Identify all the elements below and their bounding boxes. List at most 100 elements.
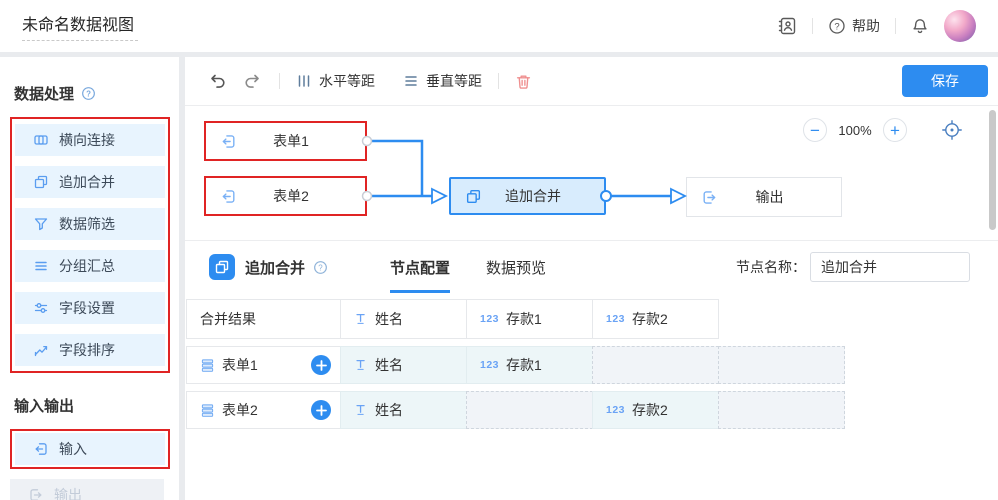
node-name-field: 节点名称： xyxy=(736,252,970,282)
save-button[interactable]: 保存 xyxy=(902,65,988,97)
add-field-button[interactable] xyxy=(311,355,331,375)
source-cell-form2: 表单2 xyxy=(186,391,341,429)
form-icon xyxy=(201,403,214,417)
number-field-icon: 123 xyxy=(480,313,500,325)
zoom-in-button[interactable]: + xyxy=(883,118,907,142)
field-sort-icon xyxy=(34,345,48,357)
sidebar-item-group-summary[interactable]: 分组汇总 xyxy=(15,250,165,282)
config-help-icon[interactable]: ? xyxy=(313,260,328,275)
divider xyxy=(279,73,280,89)
sidebar-item-field-settings[interactable]: 字段设置 xyxy=(15,292,165,324)
highlight-box-input: 输入 xyxy=(10,429,170,469)
node-name-input[interactable] xyxy=(810,252,970,282)
redo-button[interactable] xyxy=(243,72,261,90)
node-label: 输出 xyxy=(755,189,784,205)
empty-mapping-cell[interactable] xyxy=(718,346,845,384)
sidebar-item-label: 数据筛选 xyxy=(59,216,115,232)
tab-node-config[interactable]: 节点配置 xyxy=(390,241,451,293)
locate-crosshair-icon[interactable] xyxy=(941,119,963,141)
horizontal-join-icon xyxy=(34,135,48,145)
user-avatar[interactable] xyxy=(944,10,976,42)
mapped-cell-deposit1[interactable]: 123 存款1 xyxy=(466,346,593,384)
sidebar-item-data-filter[interactable]: 数据筛选 xyxy=(15,208,165,240)
output-icon xyxy=(703,190,716,204)
help-button[interactable]: ? 帮助 xyxy=(828,16,880,36)
divider xyxy=(498,73,499,89)
header-label: 合并结果 xyxy=(200,311,256,327)
vertical-distribute-icon xyxy=(405,76,417,86)
node-label: 追加合并 xyxy=(505,188,561,204)
source-cell-form1: 表单1 xyxy=(186,346,341,384)
sidebar-item-append-merge[interactable]: 追加合并 xyxy=(15,166,165,198)
sidebar-item-label: 分组汇总 xyxy=(59,258,115,274)
section-title-label: 输入输出 xyxy=(14,398,75,415)
input-icon xyxy=(35,443,47,455)
sidebar-item-field-sort[interactable]: 字段排序 xyxy=(15,334,165,366)
empty-mapping-cell[interactable] xyxy=(592,346,719,384)
source-label: 表单2 xyxy=(222,402,258,418)
top-bar: 未命名数据视图 ? 帮助 xyxy=(0,0,998,52)
notification-bell-icon[interactable] xyxy=(911,17,929,35)
delete-trash-icon[interactable] xyxy=(515,73,532,90)
node-config-panel: 追加合并 ? 节点配置 数据预览 节点名称： 合并结果 xyxy=(185,240,998,500)
text-field-icon xyxy=(356,359,365,370)
form-icon xyxy=(201,358,214,372)
node-name-label: 节点名称： xyxy=(736,259,806,275)
horizontal-distribute-label: 水平等距 xyxy=(319,73,375,89)
page-title[interactable]: 未命名数据视图 xyxy=(22,11,139,41)
flow-node-form2[interactable]: 表单2 xyxy=(204,176,367,216)
tab-data-preview[interactable]: 数据预览 xyxy=(486,259,547,277)
horizontal-distribute-button[interactable]: 水平等距 xyxy=(296,71,375,91)
main-panel: 水平等距 垂直等距 保存 xyxy=(185,57,998,500)
canvas-toolbar: 水平等距 垂直等距 保存 xyxy=(185,57,998,106)
vertical-scrollbar[interactable] xyxy=(989,110,996,230)
output-icon xyxy=(30,489,42,500)
merge-mapping-table: 合并结果 姓名 123 存款1 123 存款2 xyxy=(186,299,998,436)
mapped-cell-name[interactable]: 姓名 xyxy=(340,391,467,429)
empty-mapping-cell[interactable] xyxy=(466,391,593,429)
number-field-icon: 123 xyxy=(606,404,626,416)
section-help-icon[interactable]: ? xyxy=(81,86,96,101)
divider xyxy=(812,18,813,34)
table-row-form2: 表单2 姓名 123 存款2 xyxy=(186,391,998,429)
mapped-cell-name[interactable]: 姓名 xyxy=(340,346,467,384)
divider xyxy=(895,18,896,34)
content-area: 数据处理 ? 横向连接 追加合并 xyxy=(0,57,998,500)
sidebar-item-output: 输出 xyxy=(10,479,164,500)
mapped-cell-deposit2[interactable]: 123 存款2 xyxy=(592,391,719,429)
empty-mapping-cell[interactable] xyxy=(718,391,845,429)
sidebar-item-input[interactable]: 输入 xyxy=(15,433,165,465)
header-cell-deposit1: 123 存款1 xyxy=(466,299,593,339)
data-filter-icon xyxy=(34,218,48,231)
help-icon: ? xyxy=(829,18,845,34)
table-header-row: 合并结果 姓名 123 存款1 123 存款2 xyxy=(186,299,998,339)
flow-node-form1[interactable]: 表单1 xyxy=(204,121,367,161)
section-input-output: 输入输出 xyxy=(14,395,179,416)
text-field-icon xyxy=(356,313,365,324)
sidebar-item-label: 字段排序 xyxy=(59,342,115,358)
cell-label: 姓名 xyxy=(375,357,403,373)
vertical-distribute-button[interactable]: 垂直等距 xyxy=(403,71,482,91)
undo-button[interactable] xyxy=(209,72,227,90)
vertical-distribute-label: 垂直等距 xyxy=(426,73,482,89)
flow-canvas[interactable]: 表单1 表单2 追加合并 输出 xyxy=(185,106,998,240)
sidebar: 数据处理 ? 横向连接 追加合并 xyxy=(0,57,179,500)
header-cell-deposit2: 123 存款2 xyxy=(592,299,719,339)
contacts-icon[interactable] xyxy=(777,16,797,36)
section-title-label: 数据处理 xyxy=(14,86,75,103)
sidebar-item-horizontal-join[interactable]: 横向连接 xyxy=(15,124,165,156)
zoom-out-button[interactable]: − xyxy=(803,118,827,142)
cell-label: 姓名 xyxy=(375,402,403,418)
flow-node-append-merge[interactable]: 追加合并 xyxy=(449,177,606,215)
field-settings-icon xyxy=(34,303,48,313)
sidebar-item-label: 输入 xyxy=(59,441,87,457)
flow-node-output[interactable]: 输出 xyxy=(686,177,842,217)
zoom-level: 100% xyxy=(838,122,872,138)
add-field-button[interactable] xyxy=(311,400,331,420)
help-label: 帮助 xyxy=(852,18,880,34)
header-cell-name: 姓名 xyxy=(340,299,467,339)
number-field-icon: 123 xyxy=(606,313,626,325)
config-node-title: 追加合并 xyxy=(245,259,306,277)
append-merge-icon xyxy=(34,175,48,189)
group-summary-icon xyxy=(35,261,47,271)
